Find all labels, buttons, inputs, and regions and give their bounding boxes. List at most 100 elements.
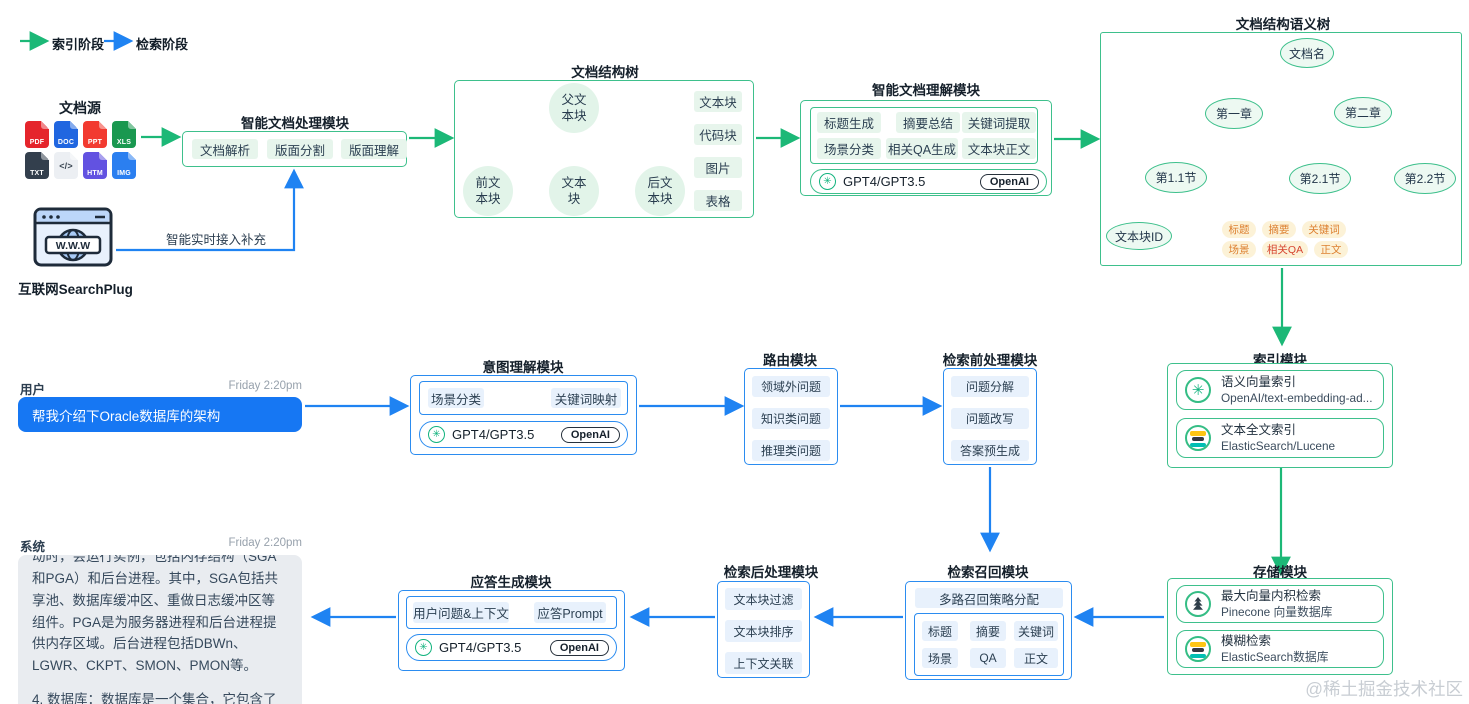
elastic-storage-row: 模糊检索 ElasticSearch数据库 — [1176, 630, 1384, 668]
openai-badge: OpenAI — [549, 639, 609, 656]
pdf-label: PDF — [29, 139, 45, 146]
answer-module-title: 应答生成模块 — [470, 575, 552, 590]
txt-label: TXT — [30, 170, 44, 177]
tree-node-leaf: 文本块ID — [1106, 222, 1172, 250]
ppt-label: PPT — [87, 139, 103, 146]
system-message-time: Friday 2:20pm — [228, 537, 302, 549]
storage-row-line2: ElasticSearch数据库 — [1221, 650, 1329, 665]
openai-badge: OpenAI — [560, 426, 620, 443]
text-block-node: 文本 块 — [549, 166, 599, 216]
legend-retrieval-label: 检索阶段 — [136, 37, 189, 52]
legend-index-label: 索引阶段 — [52, 37, 105, 52]
storage-row-line1: 模糊检索 — [1221, 633, 1272, 648]
system-message-paragraph: 动时，会运行实例，包括内存结构（SGA和PGA）和后台进程。其中，SGA包括共享… — [32, 555, 279, 674]
meta-tag: 摘要 — [1262, 221, 1296, 238]
fulltext-index-row: 文本全文索引 ElasticSearch/Lucene — [1176, 418, 1384, 458]
semantic-tree-title: 文档结构语义树 — [1235, 17, 1331, 32]
doc-source-title: 文档源 — [59, 100, 101, 116]
www-browser-icon: W.W.W — [33, 207, 113, 267]
post-retrieval-item: 文本块排序 — [725, 620, 802, 642]
doc-process-item: 版面分割 — [267, 139, 333, 159]
recall-item: 场景 — [922, 648, 958, 668]
understand-item: 场景分类 — [817, 138, 881, 159]
post-retrieval-item: 文本块过滤 — [725, 588, 802, 610]
openai-badge: OpenAI — [979, 173, 1039, 190]
doc-process-title: 智能文档处理模块 — [241, 116, 349, 131]
searchplug-arrow-label: 智能实时接入补充 — [165, 233, 266, 247]
recall-item: 正文 — [1014, 648, 1058, 668]
doc-understand-title: 智能文档理解模块 — [872, 83, 980, 98]
parent-block-node: 父文 本块 — [549, 83, 599, 133]
elastic-icon — [1185, 636, 1211, 662]
index-row-line2: ElasticSearch/Lucene — [1221, 439, 1336, 454]
pre-retrieval-item: 答案预生成 — [951, 440, 1029, 461]
pinecone-storage-row: 最大向量内积检索 Pinecone 向量数据库 — [1176, 585, 1384, 623]
understand-item: 标题生成 — [817, 112, 881, 133]
xls-file-icon: XLS — [112, 121, 136, 148]
index-row-line2: OpenAI/text-embedding-ad... — [1221, 391, 1373, 406]
code-label: </> — [59, 160, 73, 171]
doc-process-item: 版面理解 — [341, 139, 407, 159]
router-module-title: 路由模块 — [763, 353, 817, 368]
semantic-index-row: ✳ 语义向量索引 OpenAI/text-embedding-ad... — [1176, 370, 1384, 410]
next-block-line1: 后文 — [647, 175, 673, 190]
next-block-line2: 本块 — [647, 192, 673, 206]
doc-tree-title: 文档结构树 — [571, 65, 639, 80]
intent-item: 关键词映射 — [551, 388, 621, 408]
txt-file-icon: TXT — [25, 152, 49, 179]
text-block-line2: 块 — [567, 192, 581, 206]
understand-item: 关键词提取 — [962, 112, 1036, 133]
block-type-label: 图片 — [694, 157, 742, 178]
htm-file-icon: HTM — [83, 152, 107, 179]
index-row-line1: 语义向量索引 — [1221, 374, 1297, 389]
recall-module-title: 检索召回模块 — [947, 565, 1029, 580]
meta-tag: 正文 — [1314, 241, 1348, 258]
engine-name: GPT4/GPT3.5 — [452, 427, 535, 442]
ppt-file-icon: PPT — [83, 121, 107, 148]
understand-item: 文本块正文 — [962, 138, 1036, 159]
tree-node-s22: 第2.2节 — [1394, 163, 1456, 194]
prev-block-line2: 本块 — [475, 192, 501, 206]
meta-tag: 关键词 — [1302, 221, 1346, 238]
parent-block-line1: 父文 — [561, 92, 587, 107]
img-label: IMG — [117, 170, 131, 177]
meta-tag: 场景 — [1222, 241, 1256, 258]
answer-item: 应答Prompt — [534, 602, 606, 623]
openai-icon: ✳ — [415, 639, 432, 656]
recall-item: QA — [970, 648, 1006, 668]
understand-item: 相关QA生成 — [886, 138, 958, 159]
watermark: @稀土掘金技术社区 — [1305, 679, 1463, 699]
post-retrieval-title: 检索后处理模块 — [723, 565, 819, 580]
prev-block-node: 前文 本块 — [463, 166, 513, 216]
user-sender-label: 用户 — [20, 383, 46, 397]
post-retrieval-item: 上下文关联 — [725, 652, 802, 674]
pre-retrieval-title: 检索前处理模块 — [942, 353, 1038, 368]
xls-label: XLS — [116, 139, 132, 146]
next-block-node: 后文 本块 — [635, 166, 685, 216]
system-message-bubble: 动时，会运行实例，包括内存结构（SGA和PGA）和后台进程。其中，SGA包括共享… — [18, 555, 302, 704]
system-message-paragraph: 4. 数据库：数据库是一个集合，它包含了Oracle系统的所有数据。包括数据文件… — [32, 692, 277, 704]
doc-label: DOC — [57, 139, 75, 146]
answer-item: 用户问题&上下文 — [413, 602, 509, 623]
recall-item: 标题 — [922, 621, 958, 641]
parent-block-line2: 本块 — [561, 109, 587, 123]
openai-icon: ✳ — [819, 173, 836, 190]
tree-node-ch1: 第一章 — [1205, 98, 1263, 129]
engine-name: GPT4/GPT3.5 — [439, 640, 522, 655]
user-message-time: Friday 2:20pm — [228, 380, 302, 392]
tree-node-s21: 第2.1节 — [1289, 163, 1351, 194]
engine-name: GPT4/GPT3.5 — [843, 174, 926, 189]
img-file-icon: IMG — [112, 152, 136, 179]
recall-strategy: 多路召回策略分配 — [915, 588, 1063, 608]
block-type-label: 文本块 — [694, 91, 742, 112]
block-type-label: 表格 — [694, 190, 742, 211]
text-block-line1: 文本 — [561, 175, 587, 190]
openai-icon: ✳ — [1185, 377, 1211, 403]
code-file-icon: </> — [54, 152, 78, 179]
intent-engine-row: ✳ GPT4/GPT3.5 OpenAI — [419, 421, 628, 448]
pre-retrieval-item: 问题改写 — [951, 408, 1029, 429]
prev-block-line1: 前文 — [475, 175, 501, 190]
recall-item: 关键词 — [1014, 621, 1058, 641]
user-message-bubble: 帮我介绍下Oracle数据库的架构 — [18, 397, 302, 432]
